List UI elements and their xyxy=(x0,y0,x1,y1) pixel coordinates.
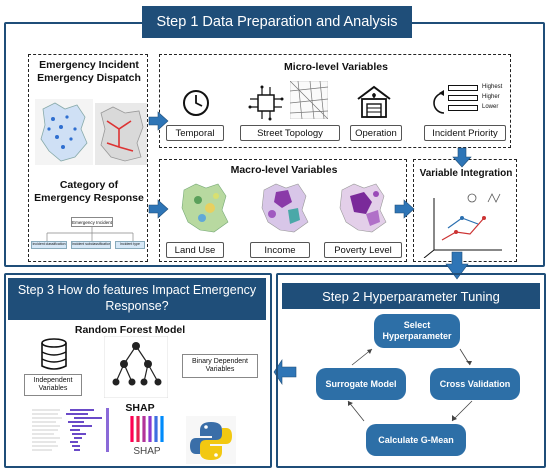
arrow-right-icon xyxy=(148,199,169,219)
clock-icon xyxy=(183,90,209,116)
binary-dependent-variables: Binary Dependent Variables xyxy=(182,354,258,378)
category-leaf-label: Incident type xyxy=(120,242,140,246)
macro-title: Macro-level Variables xyxy=(230,164,338,176)
macro-box: Macro-level Variables Land Use Income Po… xyxy=(159,159,407,262)
macro-item-income: Income xyxy=(250,242,310,258)
poverty-map xyxy=(339,183,387,233)
arrow-right-icon xyxy=(148,111,169,131)
shap-logo-icon xyxy=(130,416,164,442)
integration-title: Variable Integration xyxy=(419,168,513,179)
micro-item-incident-priority: Incident Priority xyxy=(424,125,506,141)
category-leaf: Incident subclassification xyxy=(71,241,111,249)
shap-logo-text: SHAP xyxy=(133,446,161,457)
arrow-left-icon xyxy=(273,359,297,385)
node-surrogate-model: Surrogate Model xyxy=(316,368,406,400)
node-select-hyperparameter: Select Hyperparameter xyxy=(374,314,460,348)
integration-box: Variable Integration xyxy=(413,159,517,262)
step1-title: Step 1 Data Preparation and Analysis xyxy=(142,6,412,38)
macro-item-poverty-level: Poverty Level xyxy=(324,242,402,258)
dispatch-points xyxy=(47,115,77,149)
step3-title: Step 3 How do features Impact Emergency … xyxy=(8,278,266,320)
step2-title: Step 2 Hyperparameter Tuning xyxy=(282,283,540,309)
category-root-label: Emergency Incident xyxy=(72,219,112,225)
micro-title: Micro-level Variables xyxy=(284,61,388,73)
category-leaf-label: Incident subclassification xyxy=(72,242,111,246)
dispatch-maps xyxy=(35,99,147,165)
arrow-down-icon xyxy=(445,251,469,280)
arrow-right-icon xyxy=(394,199,415,219)
street-map-icon xyxy=(290,81,328,119)
priority-refresh-icon xyxy=(433,90,445,114)
database-icon xyxy=(41,338,67,370)
node-calculate-g-mean: Calculate G-Mean xyxy=(366,424,466,456)
shap-title: SHAP xyxy=(125,402,155,414)
dispatch-routes xyxy=(106,120,134,152)
rf-title: Random Forest Model xyxy=(74,324,186,336)
dispatch-title: Emergency Incident Emergency Dispatch xyxy=(37,59,141,85)
arrow-down-icon xyxy=(452,147,472,168)
category-connectors xyxy=(46,227,134,241)
fire-station-icon xyxy=(357,85,391,118)
integration-3d-plot xyxy=(423,193,502,258)
category-leaf-label: Incident classification xyxy=(32,242,66,246)
macro-item-land-use: Land Use xyxy=(166,242,224,258)
priority-level: Lower xyxy=(482,104,499,110)
micro-item-operation: Operation xyxy=(350,125,402,141)
node-cross-validation: Cross Validation xyxy=(430,368,520,400)
step2-panel xyxy=(276,273,546,468)
independent-variables: Independent Variables xyxy=(24,374,82,396)
dispatch-map-2 xyxy=(100,106,144,162)
land-use-map xyxy=(181,183,229,233)
priority-level: Higher xyxy=(482,94,500,100)
category-title: Category of Emergency Response xyxy=(34,179,144,205)
circuit-icon xyxy=(248,85,284,121)
step1-left-box: Emergency Incident Emergency Dispatch Ca… xyxy=(28,54,148,262)
category-leaf: Incident type xyxy=(115,241,145,249)
cycle-arrow xyxy=(451,400,473,422)
priority-level: Highest xyxy=(482,84,503,90)
binary-label: Binary Dependent Variables xyxy=(191,358,249,373)
shap-beeswarm-plot xyxy=(32,408,109,452)
python-logo-icon xyxy=(186,416,236,464)
income-map xyxy=(261,183,309,233)
independent-label: Independent Variables xyxy=(33,377,73,392)
decision-tree-icon xyxy=(104,336,168,398)
micro-box: Micro-level Variables Highest Higher Low… xyxy=(159,54,511,148)
micro-item-temporal: Temporal xyxy=(166,125,224,141)
tuning-cycle-arrows xyxy=(347,348,473,422)
category-root: Emergency Incident xyxy=(71,217,113,227)
category-leaf: Incident classification xyxy=(31,241,67,249)
micro-item-street-topology: Street Topology xyxy=(240,125,340,141)
step3-panel xyxy=(4,273,272,468)
